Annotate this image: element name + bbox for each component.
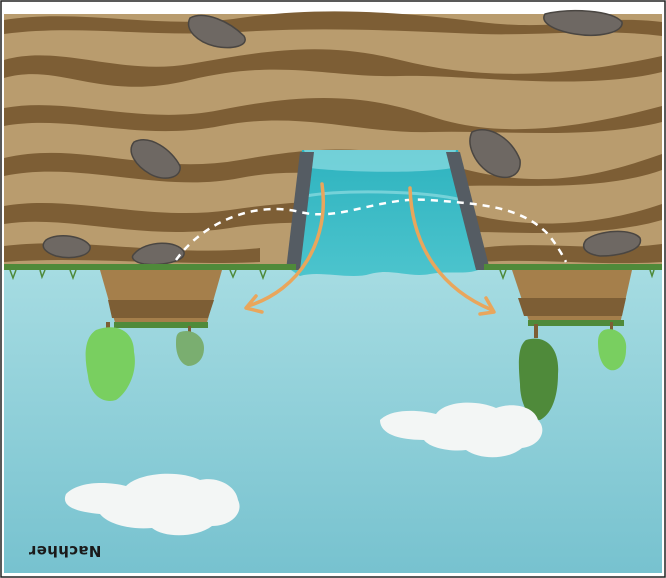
- signature: Nachher: [10, 540, 120, 562]
